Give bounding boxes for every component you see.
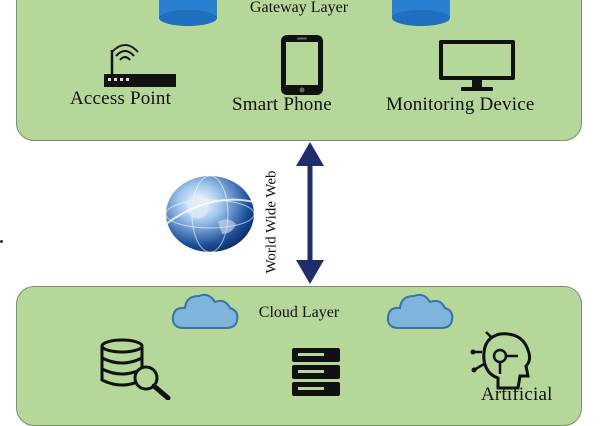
monitoring-device-label: Monitoring Device <box>386 94 535 115</box>
wifi-router-icon <box>104 44 176 87</box>
globe-icon <box>165 175 255 253</box>
access-point-label: Access Point <box>70 88 172 109</box>
cloud-icon-left <box>171 293 239 329</box>
server-icon <box>292 348 340 396</box>
cloud-layer-title: Cloud Layer <box>258 304 340 321</box>
ai-head-icon <box>470 331 532 390</box>
database-search-icon <box>100 338 171 400</box>
bullet-dot <box>0 240 3 243</box>
artificial-label: Artificial <box>481 384 553 405</box>
smart-phone-label: Smart Phone <box>232 94 332 115</box>
cloud-icon-right <box>386 293 454 329</box>
database-cylinder-icon-right <box>392 0 450 26</box>
double-arrow-icon <box>296 142 324 284</box>
world-wide-web-label: World Wide Web <box>263 170 280 274</box>
monitor-icon <box>439 40 515 91</box>
database-cylinder-icon <box>159 0 217 26</box>
gateway-layer-title: Gateway Layer <box>249 0 349 16</box>
smartphone-icon <box>281 35 323 95</box>
